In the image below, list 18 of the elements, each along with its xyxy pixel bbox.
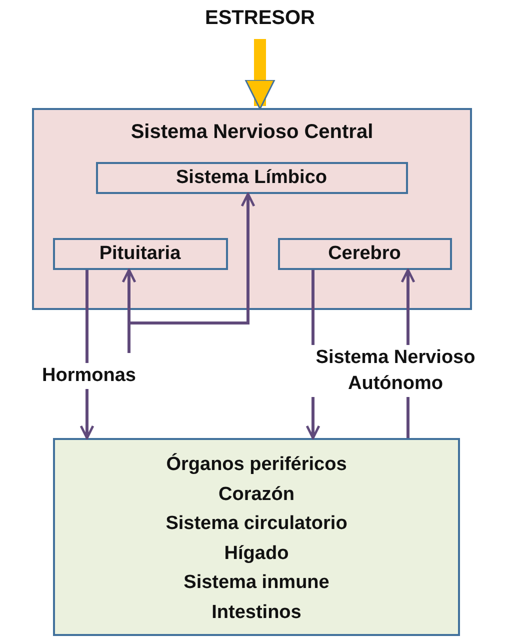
- arrow: [128, 192, 256, 353]
- node-text: Intestinos: [210, 600, 302, 624]
- panel-title: Sistema Nervioso Central: [130, 120, 374, 144]
- node-text: Órganos periféricos: [165, 452, 348, 477]
- node-text: Cerebro: [327, 242, 402, 266]
- process-box: [52, 238, 228, 270]
- node-text: Hígado: [223, 542, 290, 566]
- node-text: Pituitaria: [98, 242, 182, 266]
- block-arrow: [244, 39, 276, 110]
- node-text: Sistema inmune: [182, 571, 330, 595]
- process-box: [96, 162, 408, 194]
- system-panel: [32, 108, 472, 310]
- stressor-label: ESTRESOR: [204, 6, 316, 31]
- node-text: Sistema Límbico: [175, 166, 328, 190]
- node-text: Sistema circulatorio: [164, 512, 348, 536]
- process-box: [278, 238, 452, 270]
- organ-panel: [53, 438, 460, 636]
- node-text: Corazón: [218, 482, 296, 506]
